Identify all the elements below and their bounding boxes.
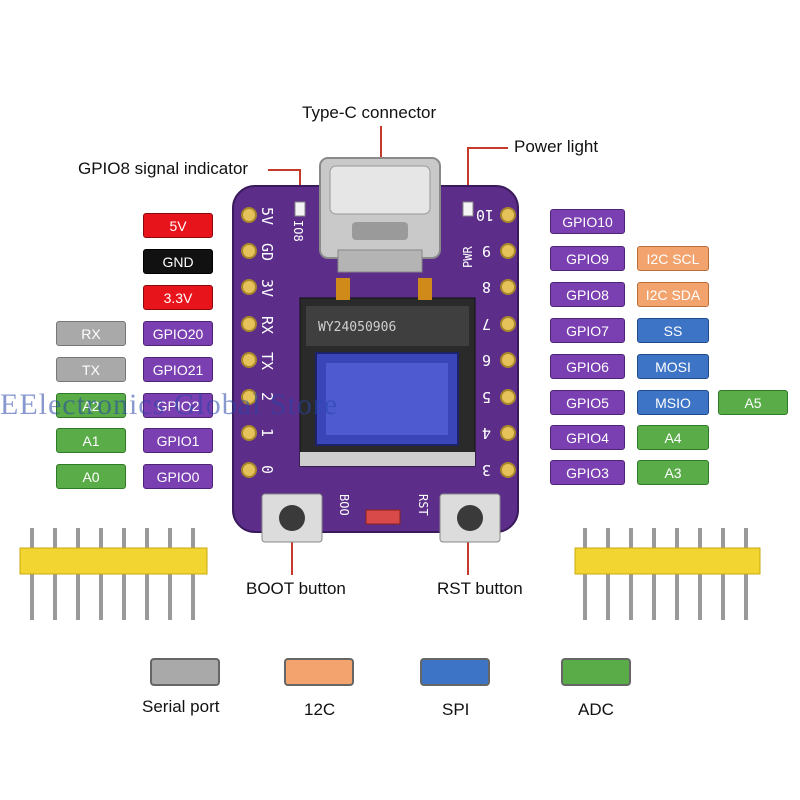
- pin-label-gpio3: GPIO3: [550, 460, 625, 485]
- left-pin-pads: [241, 207, 257, 478]
- silk-io8: IO8: [291, 220, 305, 242]
- silk-tx: TX: [258, 352, 276, 370]
- oled-code-text: WY24050906: [318, 320, 396, 335]
- pin-label-gnd: GND: [143, 249, 213, 274]
- pin-label-a3: A3: [637, 460, 709, 485]
- legend-swatch-i2c: [284, 658, 354, 686]
- silk-3v: 3V: [258, 279, 276, 297]
- gpio8-led: [294, 201, 306, 217]
- pin-label-gpio8: GPIO8: [550, 282, 625, 307]
- power-led: [462, 201, 474, 217]
- legend-label-serial: Serial port: [142, 697, 220, 716]
- power-light-label: Power light: [514, 137, 599, 156]
- gpio8-indicator-label: GPIO8 signal indicator: [78, 159, 249, 178]
- silk-rx: RX: [258, 316, 276, 334]
- pin-label-i2c-sda: I2C SDA: [637, 282, 709, 307]
- boot-button-shape: [261, 493, 323, 543]
- silk-5: 5: [482, 388, 491, 406]
- pin-label-gpio10: GPIO10: [550, 209, 625, 234]
- legend-label-spi: SPI: [442, 700, 470, 719]
- silk-2: 2: [258, 392, 276, 401]
- usb-c-connector: [319, 157, 441, 273]
- silk-7: 7: [482, 315, 491, 333]
- legend-swatch-adc: [561, 658, 631, 686]
- left-pin-header: [19, 528, 208, 620]
- rst-button-shape: [439, 493, 501, 543]
- silk-6: 6: [482, 351, 491, 369]
- watermark-text: EElectronics Global Store: [0, 388, 339, 421]
- silk-0: 0: [258, 465, 276, 474]
- pin-label-gpio0: GPIO0: [143, 464, 213, 489]
- pin-label-i2c-scl: I2C SCL: [637, 246, 709, 271]
- pin-label-gpio6: GPIO6: [550, 354, 625, 379]
- silk-10: 10: [476, 206, 494, 224]
- boot-button-label: BOOT button: [246, 579, 346, 598]
- silk-9: 9: [482, 242, 491, 260]
- pin-label-gpio1: GPIO1: [143, 428, 213, 453]
- silk-rst: RST: [416, 494, 430, 516]
- silk-boot: BOO: [337, 494, 351, 516]
- pin-label-msio: MSIO: [637, 390, 709, 415]
- legend-label-i2c: 12C: [304, 700, 336, 719]
- silk-gd: GD: [258, 243, 276, 261]
- pin-label-a0: A0: [56, 464, 126, 489]
- pin-label-5v: 5V: [143, 213, 213, 238]
- silkscreen-right: 10 9 8 7 6 5 4 3: [476, 206, 494, 479]
- pin-label-mosi: MOSI: [637, 354, 709, 379]
- pin-label-a4: A4: [637, 425, 709, 450]
- legend-swatch-serial: [150, 658, 220, 686]
- pin-label-gpio9: GPIO9: [550, 246, 625, 271]
- pin-label-a2: A2: [56, 393, 126, 418]
- pin-label-ss: SS: [637, 318, 709, 343]
- pin-label-gpio4: GPIO4: [550, 425, 625, 450]
- oled-display: [299, 278, 476, 467]
- pin-label-tx: TX: [56, 357, 126, 382]
- silk-1: 1: [258, 428, 276, 437]
- pin-label-3v3: 3.3V: [143, 285, 213, 310]
- smd-resistor: [365, 509, 401, 525]
- pin-label-gpio21: GPIO21: [143, 357, 213, 382]
- pin-label-a5: A5: [718, 390, 788, 415]
- legend-swatch-spi: [420, 658, 490, 686]
- pin-label-rx: RX: [56, 321, 126, 346]
- type-c-connector-label: Type-C connector: [302, 103, 437, 122]
- pin-label-gpio2: GPIO2: [143, 393, 213, 418]
- silk-8: 8: [482, 278, 491, 296]
- silk-pwr: PWR: [461, 246, 475, 268]
- pin-label-gpio5: GPIO5: [550, 390, 625, 415]
- pin-label-a1: A1: [56, 428, 126, 453]
- right-pin-header: [574, 528, 761, 620]
- rst-button-label: RST button: [437, 579, 523, 598]
- silk-5v: 5V: [258, 207, 276, 225]
- silk-4: 4: [482, 424, 491, 442]
- pin-label-gpio7: GPIO7: [550, 318, 625, 343]
- silkscreen-left: 5V GD 3V RX TX 2 1 0: [258, 207, 276, 474]
- right-pin-pads: [500, 207, 516, 478]
- silk-3: 3: [482, 461, 491, 479]
- legend-label-adc: ADC: [578, 700, 614, 719]
- pin-label-gpio20: GPIO20: [143, 321, 213, 346]
